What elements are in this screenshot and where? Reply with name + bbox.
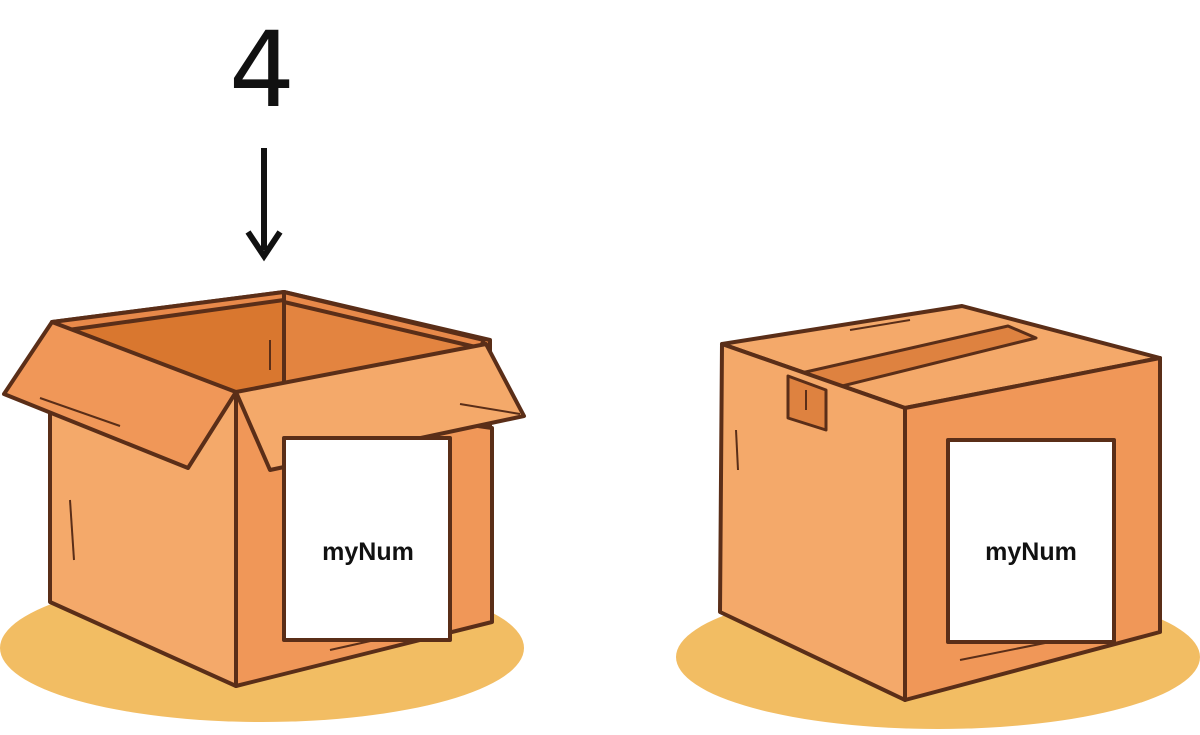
closed-box-label bbox=[946, 438, 1116, 644]
incoming-value: 4 bbox=[229, 9, 295, 131]
open-box-label-text: myNum bbox=[322, 538, 414, 566]
down-arrow-icon bbox=[245, 148, 283, 262]
open-box bbox=[2, 290, 526, 688]
closed-box bbox=[718, 304, 1162, 702]
open-box-label bbox=[282, 436, 452, 642]
closed-box-label-text: myNum bbox=[985, 538, 1077, 566]
